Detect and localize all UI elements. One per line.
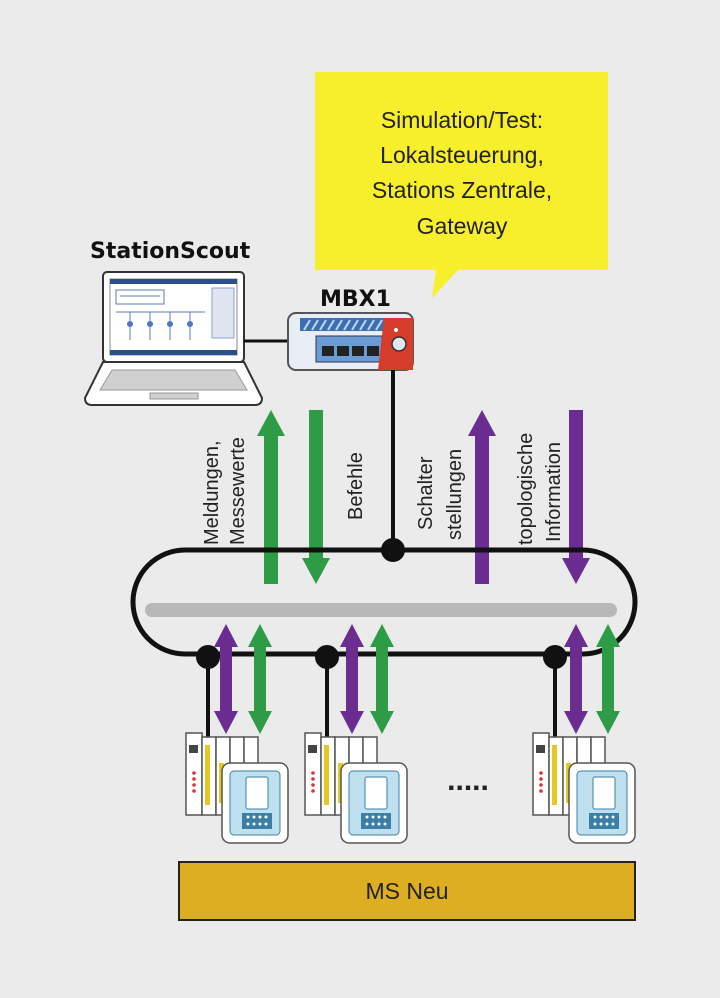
mbx1-device-icon	[287, 312, 414, 371]
label-schalter-line1: Schalter	[415, 456, 437, 530]
ms-neu-label: MS Neu	[365, 878, 448, 904]
arrow-schalter-up	[468, 410, 496, 584]
callout-bubble: Simulation/Test: Lokalsteuerung, Station…	[315, 72, 608, 298]
label-topo-line1: topologische	[515, 433, 537, 545]
label-schalter-line2: stellungen	[444, 449, 466, 540]
label-meldungen-line2: Messewerte	[227, 437, 249, 545]
laptop-icon	[83, 271, 264, 406]
ring-bus	[130, 547, 638, 657]
label-meldungen-line1: Meldungen,	[201, 440, 223, 545]
arrow-topo-down	[562, 410, 590, 584]
bidir-arrows-3	[564, 624, 620, 734]
label-befehle: Befehle	[345, 452, 367, 520]
arrow-befehle-down	[302, 410, 330, 584]
callout-line-4: Gateway	[417, 213, 508, 239]
device-title: MBX1	[320, 287, 391, 312]
ellipsis-more-devices: .....	[447, 764, 489, 797]
label-topo-line2: Information	[543, 442, 565, 542]
callout-line-2: Lokalsteuerung,	[380, 142, 544, 168]
laptop-title: StationScout	[90, 239, 251, 264]
field-device-group-1	[185, 732, 289, 844]
bidir-arrows-1	[214, 624, 272, 734]
arrow-meldungen-up	[257, 410, 285, 584]
callout-line-1: Simulation/Test:	[381, 107, 543, 133]
ms-neu-bar: MS Neu	[178, 861, 636, 921]
ring-node-mbx1	[381, 538, 405, 562]
field-device-group-2	[304, 732, 408, 844]
callout-line-3: Stations Zentrale,	[372, 177, 552, 203]
field-device-group-3	[532, 732, 636, 844]
bidir-arrows-2	[340, 624, 394, 734]
